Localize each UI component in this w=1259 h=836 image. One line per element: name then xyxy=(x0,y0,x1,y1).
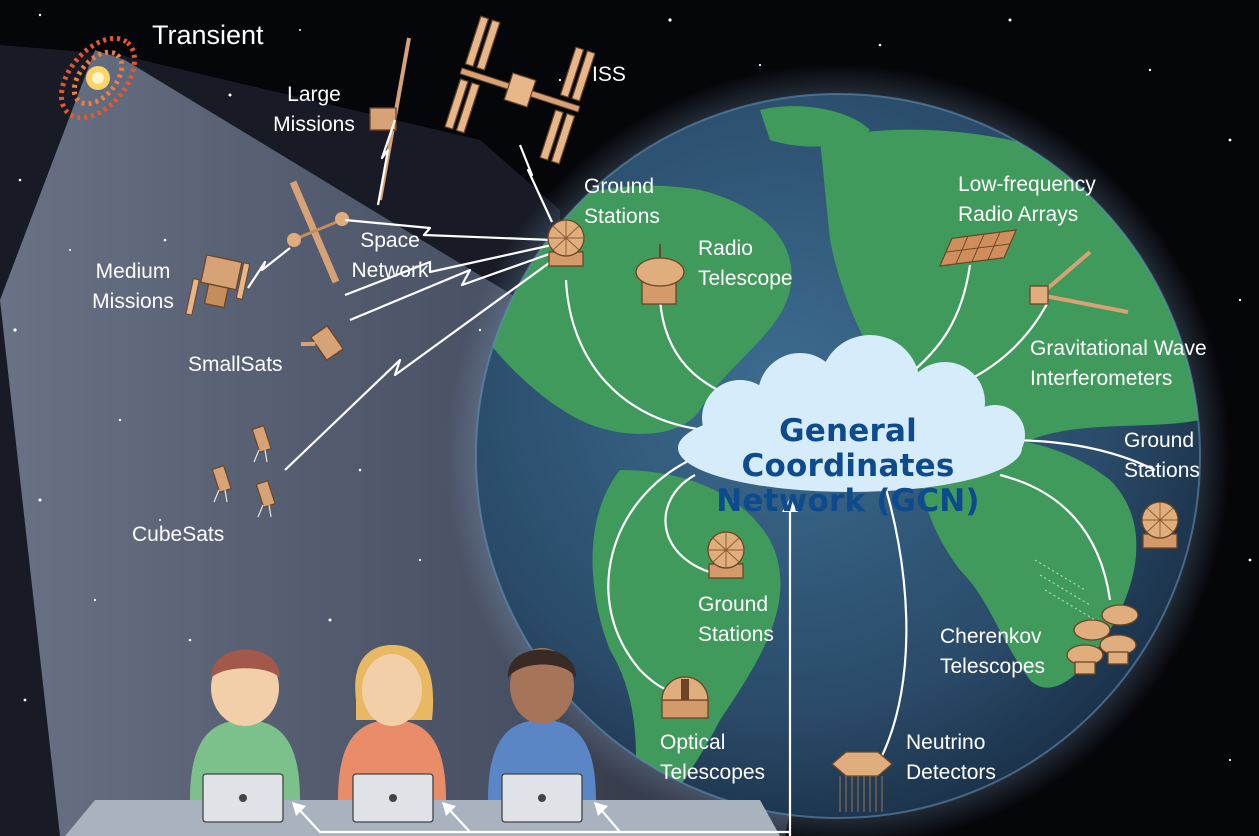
smallsat-icon xyxy=(300,324,345,362)
transient-label: Transient xyxy=(152,20,264,50)
medium-mission-satellite-icon xyxy=(185,254,251,316)
cherenkov-telescopes-icon xyxy=(1034,559,1139,675)
ground-station-dome-icon xyxy=(547,219,585,267)
stars xyxy=(13,13,1252,762)
neutrino-detector-icon xyxy=(831,751,893,812)
user-avatar xyxy=(338,645,446,823)
gcn-title-line2: Network (GCN) xyxy=(716,483,980,519)
gcn-title-line1: General Coordinates xyxy=(741,413,955,484)
low-frequency-radio-array-icon xyxy=(938,229,1018,267)
iss-label: ISS xyxy=(592,63,626,86)
user-avatar xyxy=(488,648,596,823)
satellite-link-bolts xyxy=(247,119,557,471)
gravitational-wave-interferometer-icon xyxy=(1029,250,1129,314)
gcn-cloud xyxy=(678,335,1025,492)
users-desk xyxy=(65,645,780,836)
optical-telescope-icon xyxy=(661,676,709,719)
cubesats-label: CubeSats xyxy=(132,523,225,546)
ground-station-dome-icon xyxy=(1141,501,1179,549)
smallsats-label: SmallSats xyxy=(188,353,283,376)
iss-icon xyxy=(444,15,596,165)
user-avatar xyxy=(190,649,300,823)
space-network-satellite-icon xyxy=(287,180,349,284)
alert-distribution-arrows xyxy=(295,505,792,836)
arrow-heads xyxy=(292,498,798,816)
radio-telescope-icon xyxy=(635,244,685,305)
gcn-title: General Coordinates Network (GCN) xyxy=(682,414,1014,519)
ground-station-dome-icon xyxy=(707,531,745,579)
